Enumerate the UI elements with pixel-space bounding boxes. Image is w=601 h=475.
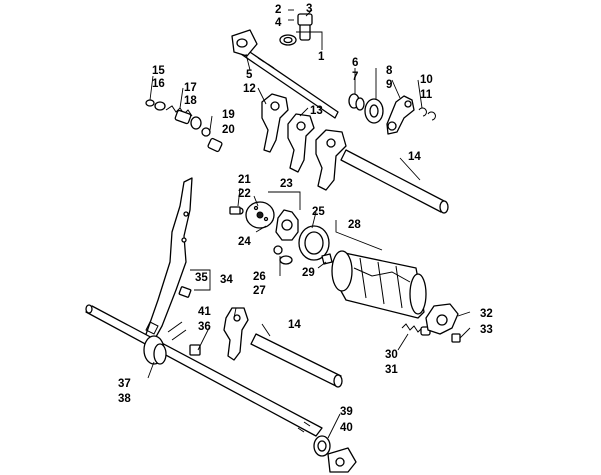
shift-fork-12 xyxy=(261,93,289,153)
callout-31: 31 xyxy=(385,364,398,376)
callout-25: 25 xyxy=(312,206,325,218)
callout-5: 5 xyxy=(246,69,253,81)
shift-lever-arm xyxy=(143,177,193,345)
callout-2: 2 xyxy=(275,4,281,16)
callout-41: 41 xyxy=(198,306,211,318)
callout-12: 12 xyxy=(243,83,256,95)
callout-16: 16 xyxy=(152,78,165,90)
callout-36: 36 xyxy=(198,321,211,333)
callout-38: 38 xyxy=(118,393,131,405)
callout-30: 30 xyxy=(385,349,398,361)
bearing-25-29 xyxy=(273,225,333,265)
callout-35: 35 xyxy=(195,272,208,284)
callout-27: 27 xyxy=(253,285,266,297)
lower-shift-shaft xyxy=(85,304,323,437)
shift-fork-13a xyxy=(287,113,315,173)
upper-shift-shaft xyxy=(231,29,339,119)
callout-13: 13 xyxy=(310,105,323,117)
shift-drum xyxy=(331,250,427,319)
fork-rod-upper xyxy=(340,149,449,214)
shift-arm-upper xyxy=(386,95,436,135)
callout-24: 24 xyxy=(238,236,251,248)
spring-35 xyxy=(178,286,192,298)
callout-20: 20 xyxy=(222,124,235,136)
callout-8: 8 xyxy=(386,65,393,77)
callout-34: 34 xyxy=(220,274,233,286)
callout-21: 21 xyxy=(238,174,251,186)
leader-lines xyxy=(147,9,471,439)
callout-17: 17 xyxy=(184,82,197,94)
callout-23: 23 xyxy=(280,178,293,190)
callout-37: 37 xyxy=(118,378,131,390)
drum-bracket xyxy=(425,303,461,343)
shift-cam-23 xyxy=(275,209,299,241)
callout-15: 15 xyxy=(152,65,165,77)
callout-14-upper: 14 xyxy=(408,151,421,163)
detent-plunger xyxy=(401,323,431,336)
callout-labels: 1 2 3 4 5 6 7 8 9 10 11 12 13 14 14 15 1… xyxy=(118,3,493,434)
callout-26: 26 xyxy=(253,271,266,283)
callout-33: 33 xyxy=(480,324,493,336)
callout-18: 18 xyxy=(184,95,197,107)
callout-39: 39 xyxy=(340,406,353,418)
bushing-39-40 xyxy=(313,435,357,473)
callout-10: 10 xyxy=(420,74,433,86)
callout-11: 11 xyxy=(420,89,433,101)
plug-bolt-assembly xyxy=(279,13,313,46)
callout-32: 32 xyxy=(480,308,493,320)
shift-fork-41 xyxy=(223,307,249,361)
seal-and-bearing-group xyxy=(348,93,384,124)
callout-40: 40 xyxy=(340,422,353,434)
detent-spring-assembly xyxy=(145,99,223,153)
callout-19: 19 xyxy=(222,109,235,121)
callout-9: 9 xyxy=(386,79,392,91)
callout-7: 7 xyxy=(352,71,358,83)
bolt-36 xyxy=(189,344,201,356)
callout-1: 1 xyxy=(318,51,325,63)
callout-6: 6 xyxy=(352,57,358,69)
fork-rod-lower xyxy=(250,333,343,388)
callout-29: 29 xyxy=(302,267,315,279)
shift-drum-plate xyxy=(229,201,275,229)
callout-4: 4 xyxy=(275,17,282,29)
shift-fork-13b xyxy=(315,129,347,191)
callout-3: 3 xyxy=(306,3,312,15)
callout-28: 28 xyxy=(348,219,361,231)
callout-22: 22 xyxy=(238,188,251,200)
callout-14-lower: 14 xyxy=(288,319,301,331)
